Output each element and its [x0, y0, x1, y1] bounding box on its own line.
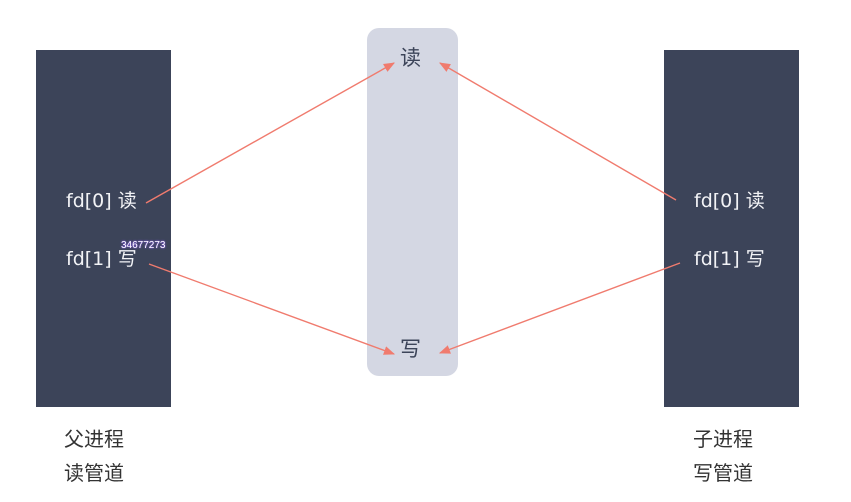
child-caption-line1: 子进程 [693, 427, 753, 451]
arrow-parent-write [148, 263, 396, 355]
parent-caption-line2: 读管道 [64, 461, 124, 485]
pipe-read-label: 读 [400, 46, 421, 70]
child-process-box [664, 50, 799, 407]
parent-process-box [36, 50, 171, 407]
watermark: 34677273 [121, 240, 166, 251]
arrow-parent-read [145, 62, 395, 204]
arrow-child-read [439, 62, 677, 201]
parent-fd-read: fd[0] 读 [66, 190, 137, 212]
parent-caption-line1: 父进程 [64, 427, 124, 451]
child-fd-write: fd[1] 写 [694, 248, 765, 270]
child-caption-line2: 写管道 [693, 461, 753, 485]
parent-fd-write: fd[1] 写 [66, 248, 137, 270]
pipe-box [367, 28, 458, 376]
child-fd-read: fd[0] 读 [694, 190, 765, 212]
arrow-child-write [438, 262, 681, 354]
pipe-write-label: 写 [400, 337, 421, 361]
